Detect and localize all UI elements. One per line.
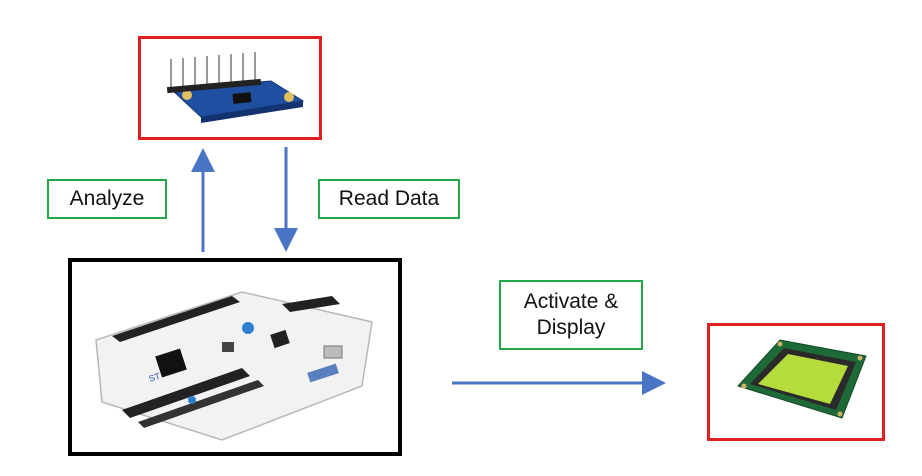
activate-label-line2: Display	[536, 316, 606, 339]
read-data-label-text: Read Data	[338, 186, 440, 210]
microcontroller-board-box: ST	[68, 258, 402, 456]
lcd-display-box	[707, 323, 885, 441]
activate-label-line1: Activate &	[523, 289, 619, 313]
analyze-label-text: Analyze	[69, 186, 145, 210]
sensor-module-box	[138, 36, 322, 140]
activate-display-label: Activate & Display	[499, 280, 643, 350]
microcontroller-board-image: ST	[95, 291, 373, 441]
read-data-label: Read Data	[318, 179, 460, 219]
analyze-label: Analyze	[47, 179, 167, 219]
svg-text:ST: ST	[148, 371, 163, 384]
lcd-display-image	[737, 339, 867, 419]
sensor-module-image	[166, 52, 305, 123]
